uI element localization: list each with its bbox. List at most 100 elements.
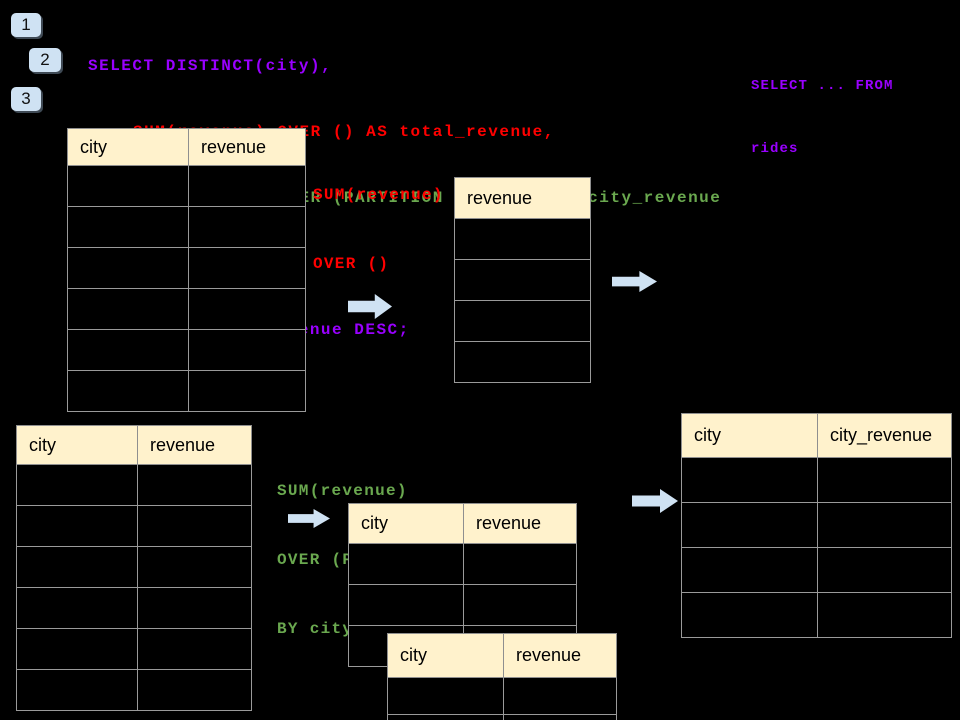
table-partition-result: city city_revenue bbox=[681, 413, 952, 638]
empty-cell bbox=[387, 677, 504, 715]
empty-cell bbox=[188, 247, 306, 289]
empty-cell bbox=[681, 547, 818, 593]
table-row bbox=[348, 584, 577, 626]
empty-cell bbox=[16, 505, 138, 547]
side-note: SELECT ... FROM rides bbox=[751, 34, 894, 202]
empty-cell bbox=[817, 502, 952, 548]
empty-cell bbox=[137, 669, 252, 711]
empty-cell bbox=[503, 677, 617, 715]
table-row bbox=[681, 592, 952, 638]
table-partition-b: city revenue bbox=[387, 633, 617, 720]
right-arrow-icon bbox=[612, 271, 657, 292]
empty-cell bbox=[817, 457, 952, 503]
table-row bbox=[681, 502, 952, 548]
table-row bbox=[67, 329, 306, 371]
empty-cell bbox=[67, 165, 189, 207]
empty-cell bbox=[67, 288, 189, 330]
table-source-bottom: city revenue bbox=[16, 425, 252, 711]
empty-cell bbox=[463, 584, 577, 626]
header-row: city revenue bbox=[67, 128, 306, 166]
empty-cell bbox=[137, 546, 252, 588]
table-source-top: city revenue bbox=[67, 128, 306, 412]
empty-cell bbox=[454, 218, 591, 260]
column-header-revenue: revenue bbox=[188, 128, 306, 166]
side-note-line-1: SELECT ... FROM bbox=[751, 78, 894, 94]
table-row bbox=[454, 259, 591, 301]
empty-cell bbox=[454, 300, 591, 342]
step-badge-3-label: 3 bbox=[21, 89, 31, 108]
empty-cell bbox=[681, 457, 818, 503]
column-header-city: city bbox=[16, 425, 138, 465]
step-badge-1-label: 1 bbox=[21, 15, 31, 34]
empty-cell bbox=[16, 464, 138, 506]
table-row bbox=[16, 505, 252, 547]
header-row: city revenue bbox=[387, 633, 617, 678]
column-header-city: city bbox=[387, 633, 504, 678]
table-row bbox=[454, 300, 591, 342]
header-row: revenue bbox=[454, 177, 591, 219]
table-row bbox=[16, 669, 252, 711]
empty-cell bbox=[681, 592, 818, 638]
table-row bbox=[681, 547, 952, 593]
right-arrow-icon bbox=[348, 294, 392, 319]
empty-cell bbox=[67, 206, 189, 248]
partition-window-label-line-1: SUM(revenue) bbox=[277, 482, 408, 500]
right-arrow-icon bbox=[632, 489, 678, 513]
step-badge-2: 2 bbox=[29, 48, 61, 72]
table-row bbox=[16, 464, 252, 506]
table-row bbox=[387, 677, 617, 715]
side-note-line-2: rides bbox=[751, 141, 799, 157]
total-window-label-line-1: SUM(revenue) bbox=[313, 186, 444, 204]
empty-cell bbox=[188, 288, 306, 330]
empty-cell bbox=[16, 546, 138, 588]
empty-cell bbox=[67, 370, 189, 412]
column-header-revenue: revenue bbox=[503, 633, 617, 678]
column-header-city: city bbox=[348, 503, 464, 544]
empty-cell bbox=[67, 329, 189, 371]
empty-cell bbox=[681, 502, 818, 548]
empty-cell bbox=[454, 259, 591, 301]
empty-cell bbox=[16, 587, 138, 629]
table-total-result: revenue bbox=[454, 177, 591, 383]
empty-cell bbox=[16, 628, 138, 670]
table-row bbox=[16, 628, 252, 670]
empty-cell bbox=[348, 584, 464, 626]
step-badge-1: 1 bbox=[11, 13, 41, 37]
table-row bbox=[16, 546, 252, 588]
empty-cell bbox=[188, 329, 306, 371]
table-row bbox=[681, 457, 952, 503]
step-badge-3: 3 bbox=[11, 87, 41, 111]
total-window-label-line-2: OVER () bbox=[313, 255, 390, 273]
table-row bbox=[348, 543, 577, 585]
empty-cell bbox=[137, 464, 252, 506]
column-header-revenue: revenue bbox=[454, 177, 591, 219]
table-row bbox=[454, 341, 591, 383]
empty-cell bbox=[188, 165, 306, 207]
empty-cell bbox=[817, 592, 952, 638]
empty-cell bbox=[16, 669, 138, 711]
column-header-revenue: revenue bbox=[463, 503, 577, 544]
header-row: city revenue bbox=[16, 425, 252, 465]
right-arrow-icon bbox=[288, 509, 330, 528]
table-row bbox=[67, 288, 306, 330]
empty-cell bbox=[817, 547, 952, 593]
empty-cell bbox=[188, 206, 306, 248]
empty-cell bbox=[137, 505, 252, 547]
sql-line-select: SELECT DISTINCT(city), bbox=[88, 57, 333, 75]
table-row bbox=[67, 370, 306, 412]
empty-cell bbox=[387, 714, 504, 720]
empty-cell bbox=[67, 247, 189, 289]
column-header-revenue: revenue bbox=[137, 425, 252, 465]
header-row: city city_revenue bbox=[681, 413, 952, 458]
empty-cell bbox=[348, 543, 464, 585]
table-row bbox=[454, 218, 591, 260]
column-header-city: city bbox=[67, 128, 189, 166]
empty-cell bbox=[503, 714, 617, 720]
table-row bbox=[387, 714, 617, 720]
empty-cell bbox=[137, 587, 252, 629]
step-badge-2-label: 2 bbox=[40, 50, 50, 69]
table-row bbox=[16, 587, 252, 629]
empty-cell bbox=[188, 370, 306, 412]
table-row bbox=[67, 206, 306, 248]
